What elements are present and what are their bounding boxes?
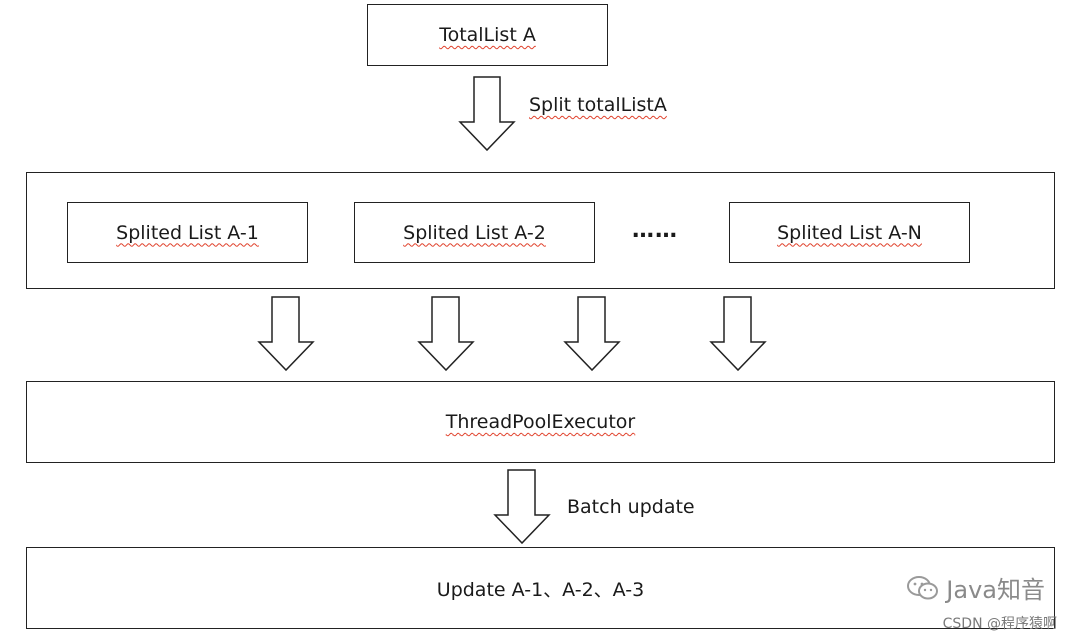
update-label: Update A-1、A-2、A-3 xyxy=(436,578,645,601)
watermark: Java知音 xyxy=(906,570,1045,605)
watermark-brand: Java知音 xyxy=(946,576,1045,604)
split-edge-label: Split totalListA xyxy=(529,94,667,116)
total-list-label: TotalList A xyxy=(439,24,536,46)
ellipsis-label: …… xyxy=(632,218,678,243)
executor-arrow-3 xyxy=(563,296,621,372)
batch-update-edge-label: Batch update xyxy=(567,496,695,518)
executor-arrow-2 xyxy=(417,296,475,372)
split-list-a2-node: Splited List A-2 xyxy=(354,202,595,263)
split-list-a1-label: Splited List A-1 xyxy=(116,221,259,244)
batch-update-arrow xyxy=(493,469,551,545)
split-list-an-node: Splited List A-N xyxy=(729,202,970,263)
thread-pool-executor-label: ThreadPoolExecutor xyxy=(445,411,636,433)
wechat-icon xyxy=(907,575,939,599)
update-node: Update A-1、A-2、A-3 xyxy=(26,547,1055,629)
watermark-source: CSDN @程序猿啊 xyxy=(942,616,1057,632)
total-list-node: TotalList A xyxy=(367,4,608,66)
split-arrow xyxy=(458,76,516,152)
thread-pool-executor-node: ThreadPoolExecutor xyxy=(26,381,1055,463)
executor-arrow-1 xyxy=(257,296,315,372)
split-list-a2-label: Splited List A-2 xyxy=(403,221,546,244)
split-list-an-label: Splited List A-N xyxy=(777,221,922,244)
executor-arrow-4 xyxy=(709,296,767,372)
split-list-a1-node: Splited List A-1 xyxy=(67,202,308,263)
